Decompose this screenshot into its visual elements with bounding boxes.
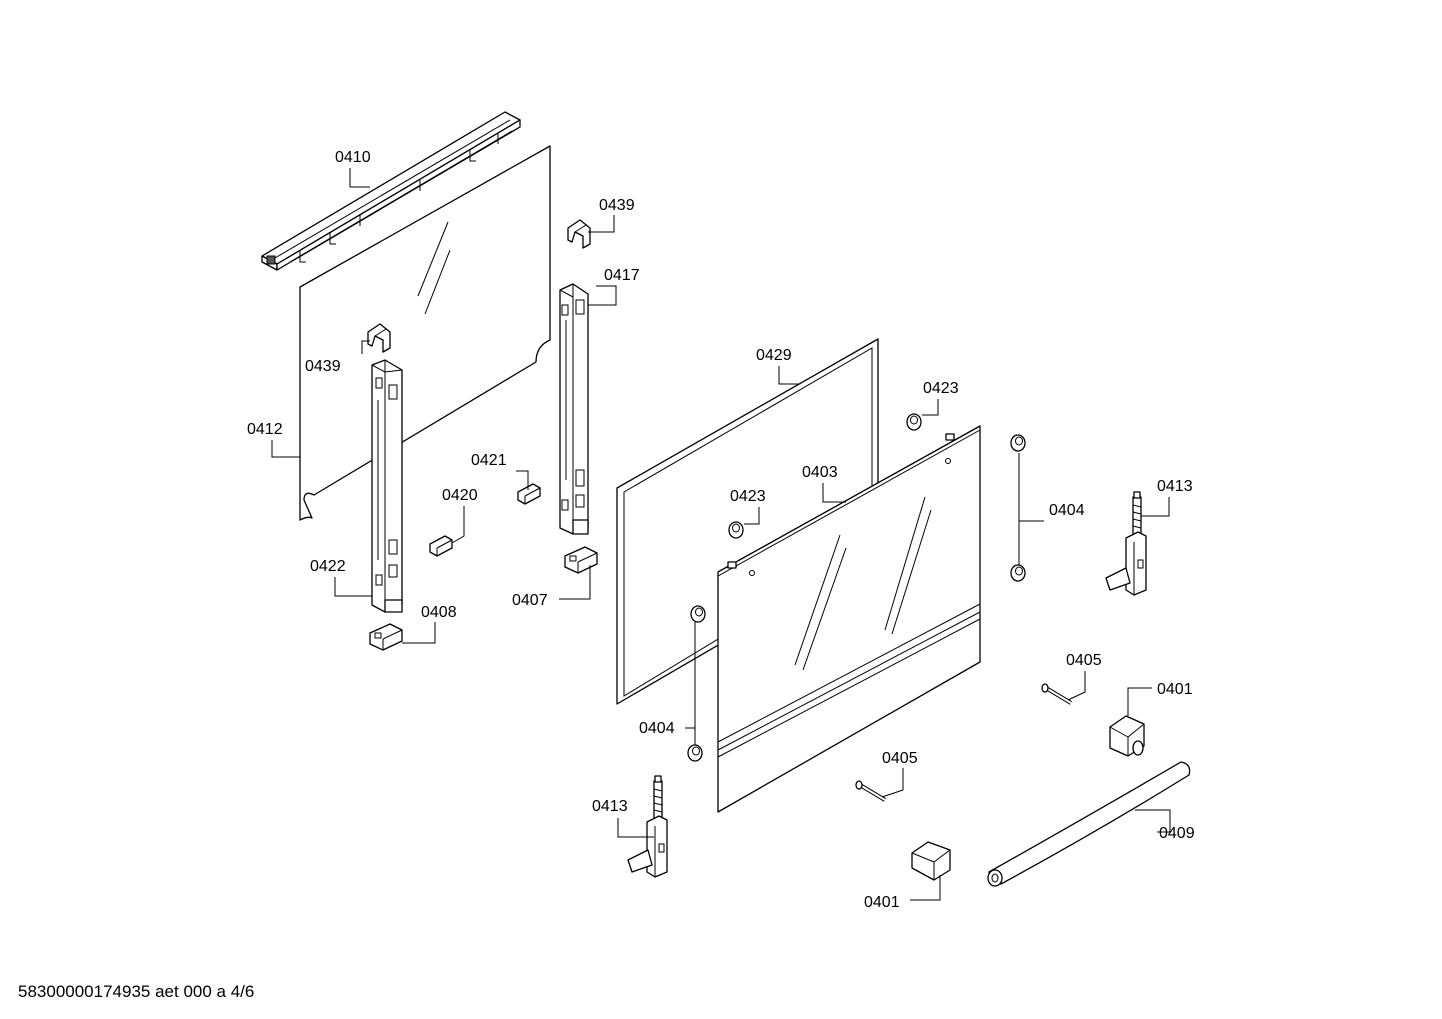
part-0439-clip-left (367, 323, 391, 353)
label-0407: 0407 (512, 592, 548, 609)
label-0429: 0429 (756, 347, 792, 364)
part-0401-holder-right (1109, 715, 1145, 757)
label-0413-left: 0413 (592, 798, 628, 815)
part-0423-buffer-left (728, 521, 744, 539)
label-0404-right: 0404 (1049, 502, 1085, 519)
part-0404-buffer-bottom-left (687, 744, 703, 762)
part-0413-hinge-left (627, 775, 668, 878)
label-0410: 0410 (335, 149, 371, 166)
label-0421: 0421 (471, 452, 507, 469)
part-0412-inner-glass (299, 145, 551, 521)
label-0409: 0409 (1159, 825, 1195, 842)
label-0439-left: 0439 (305, 358, 341, 375)
part-0404-buffer-bottom-right (1010, 564, 1026, 582)
part-0404-buffer-top-right (1010, 434, 1026, 452)
drawing-number: 58300000174935 aet 000 a 4/6 (18, 982, 255, 1001)
label-0420: 0420 (442, 487, 478, 504)
label-0423-lower: 0423 (730, 488, 766, 505)
part-0422-left-rail (371, 359, 403, 613)
label-0417: 0417 (604, 267, 640, 284)
leader-lines (271, 168, 1171, 901)
part-0404-buffer-top-left (690, 605, 706, 623)
label-0408: 0408 (421, 604, 457, 621)
part-0423-buffer-right (906, 413, 922, 431)
label-0422: 0422 (310, 558, 346, 575)
part-0421-bracket (517, 483, 541, 505)
label-0401-right: 0401 (1157, 681, 1193, 698)
part-0405-screw-left (855, 780, 887, 802)
label-0403: 0403 (802, 464, 838, 481)
part-0420-bracket (429, 535, 453, 557)
part-0410-top-trim (261, 111, 521, 271)
label-0401-left: 0401 (864, 894, 900, 911)
label-0412: 0412 (247, 421, 283, 438)
part-0401-holder-left (911, 841, 951, 881)
label-0405-right: 0405 (1066, 652, 1102, 669)
label-0439-upper: 0439 (599, 197, 635, 214)
part-0403-door-panel (717, 425, 981, 813)
label-0423-upper: 0423 (923, 380, 959, 397)
part-0439-clip-upper (567, 219, 591, 249)
part-0409-handle-bar (987, 761, 1191, 887)
part-0417-right-rail (559, 283, 589, 535)
part-0408-slider (369, 623, 403, 651)
part-0413-hinge-right (1105, 491, 1147, 596)
part-0405-screw-right (1041, 683, 1073, 705)
label-0405-left: 0405 (882, 750, 918, 767)
label-0404-left: 0404 (639, 720, 675, 737)
part-0407-slider (564, 546, 598, 574)
label-0413-right: 0413 (1157, 478, 1193, 495)
